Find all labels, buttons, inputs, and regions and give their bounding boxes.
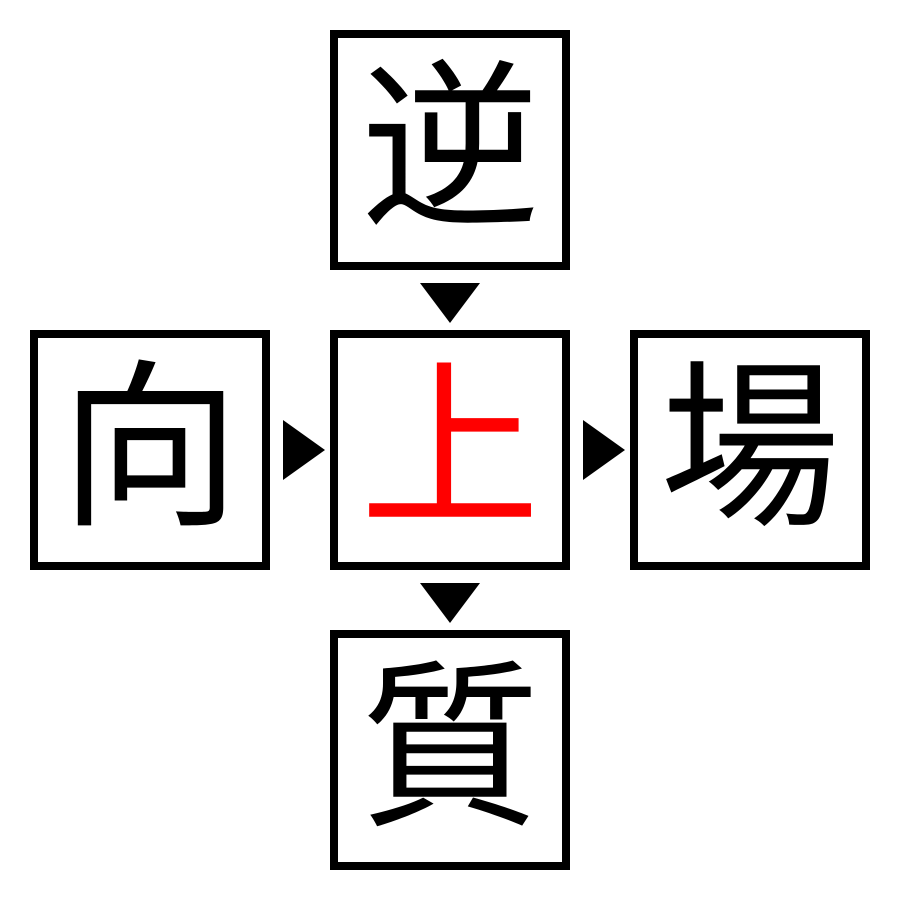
arrow-down-icon <box>420 583 480 623</box>
arrow-right-icon <box>583 420 625 480</box>
top-kanji-box: 逆 <box>330 30 570 270</box>
bottom-kanji: 質 <box>359 645 540 854</box>
right-kanji-box: 場 <box>630 330 870 570</box>
bottom-kanji-box: 質 <box>330 630 570 870</box>
top-kanji: 逆 <box>359 45 540 254</box>
left-kanji-box: 向 <box>30 330 270 570</box>
left-kanji: 向 <box>59 345 240 554</box>
center-kanji-box: 上 <box>330 330 570 570</box>
right-kanji: 場 <box>659 345 840 554</box>
arrow-right-icon <box>283 420 325 480</box>
center-kanji: 上 <box>359 345 540 554</box>
arrow-down-icon <box>420 283 480 323</box>
